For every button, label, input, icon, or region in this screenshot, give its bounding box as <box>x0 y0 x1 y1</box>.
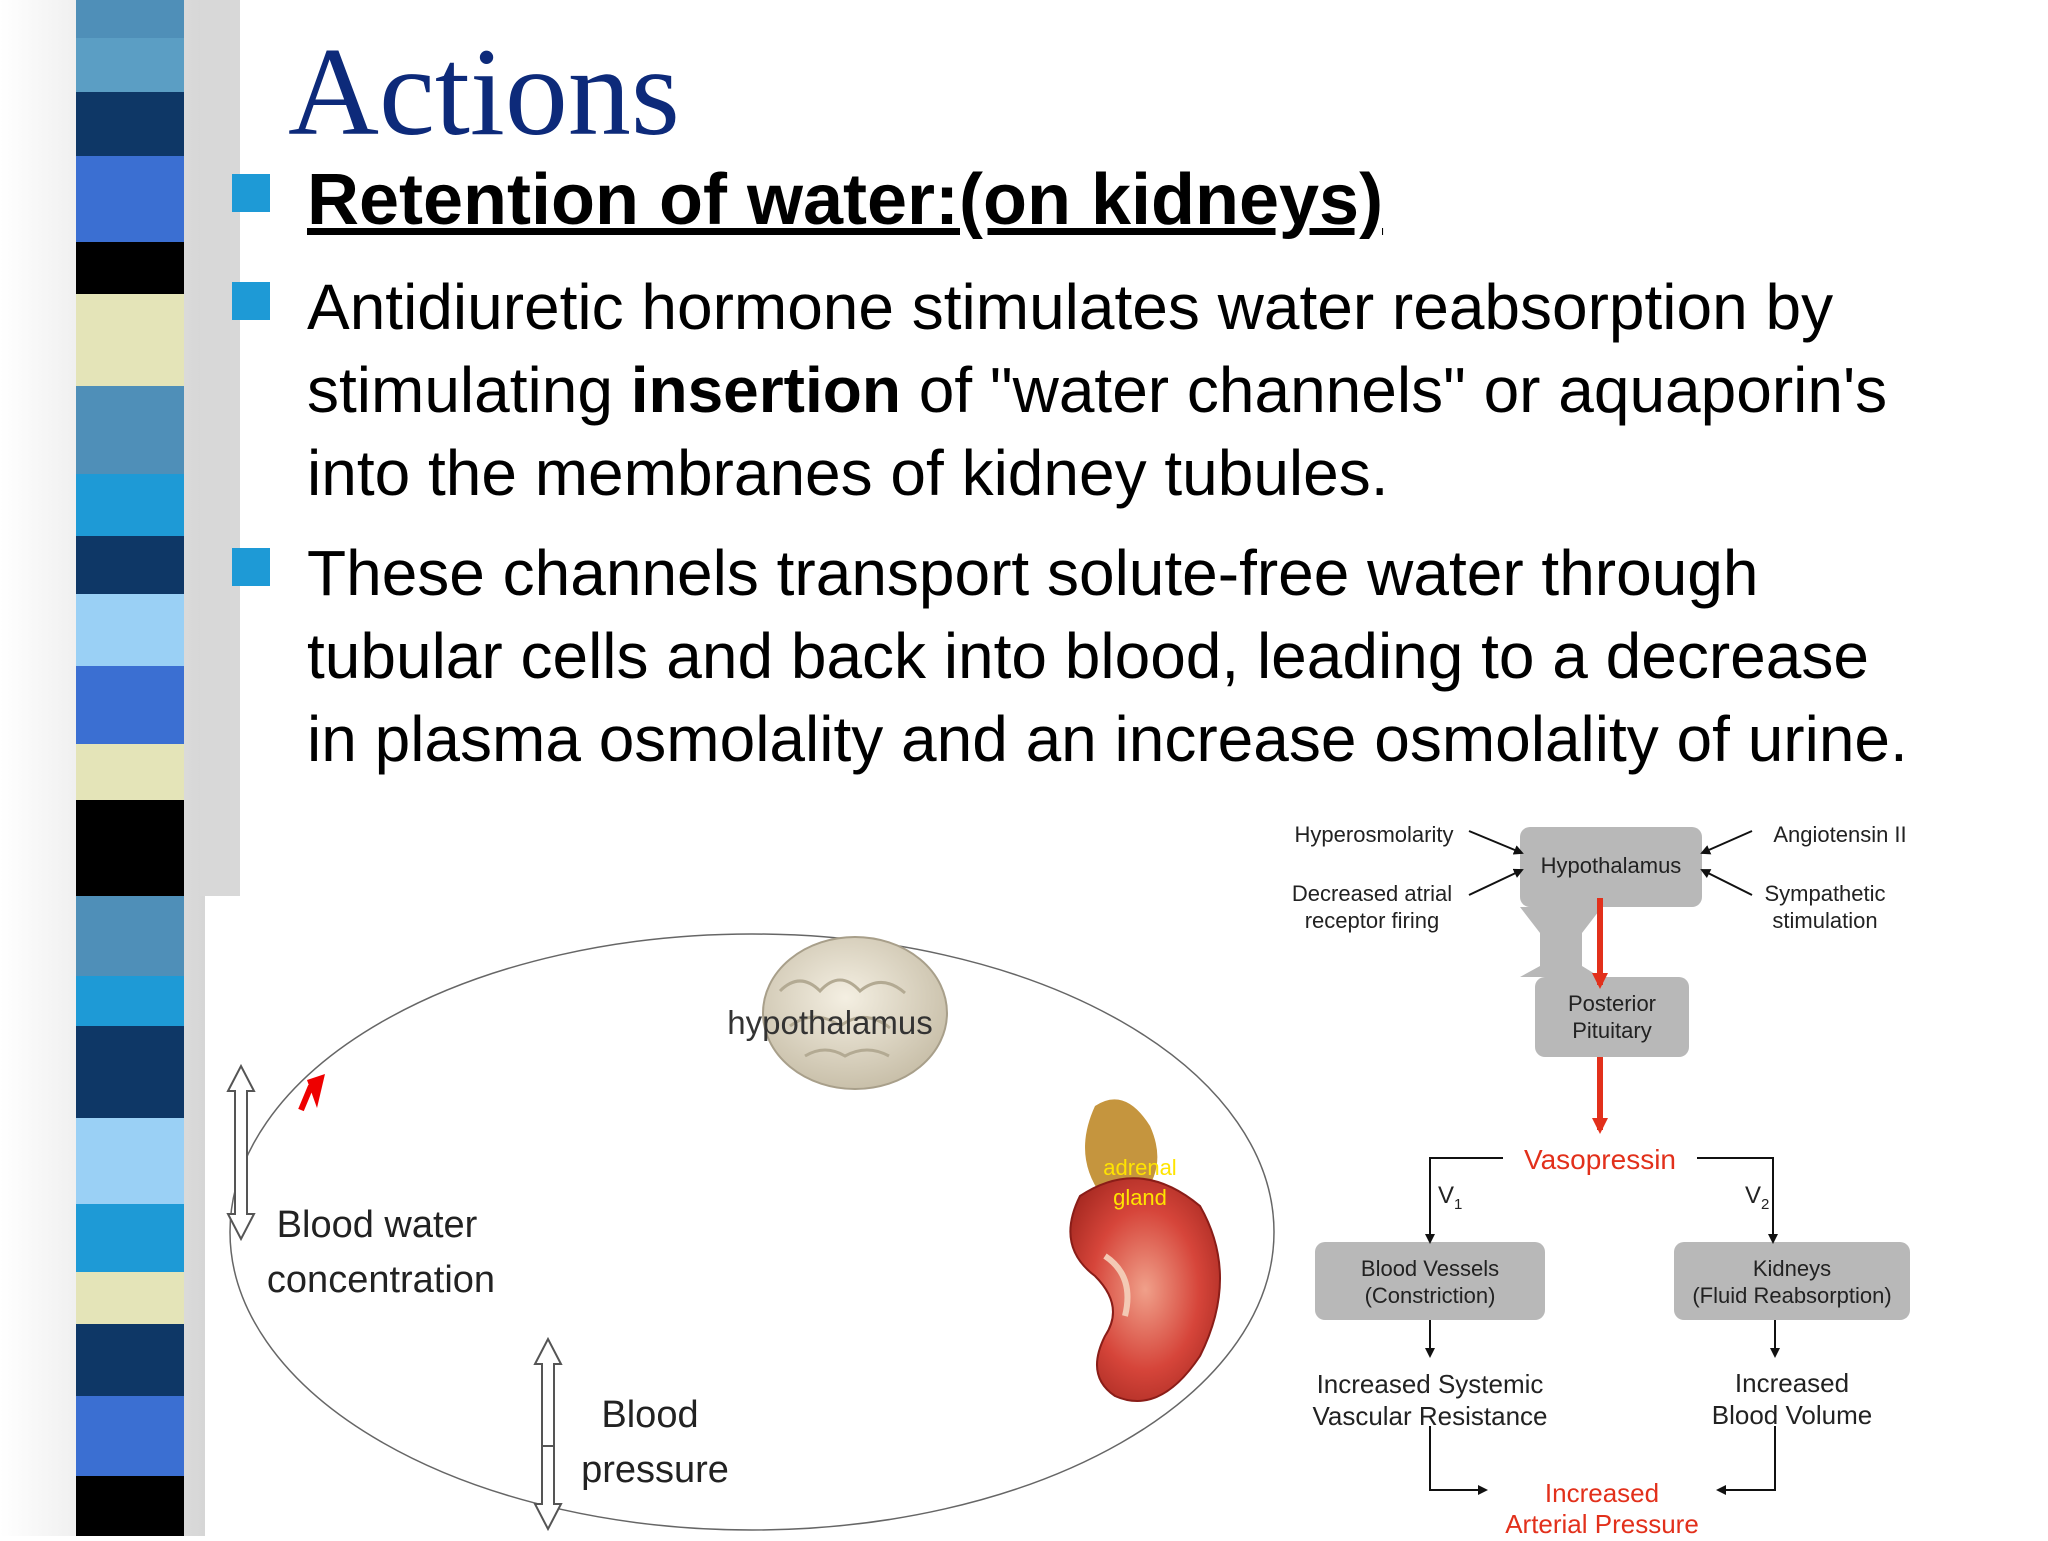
blood-water-label: concentration <box>267 1259 495 1301</box>
red-arrow-icon <box>307 1074 325 1108</box>
bullet-line: stimulating insertion of "water channels… <box>307 349 1887 432</box>
v2-label: V2 <box>1745 1182 1769 1213</box>
kidneys-label: Kidneys <box>1753 1256 1831 1281</box>
bullet-antidiuretic: Antidiuretic hormone stimulates water re… <box>307 266 1887 515</box>
blood-vessels-box <box>1315 1242 1545 1320</box>
cycle-diagram-panel: hypothalamus adrenal gland Blood water c… <box>205 896 1285 1536</box>
red-arrow-icon <box>298 1084 314 1112</box>
sympathetic-label: Sympathetic <box>1764 881 1885 906</box>
bullet-square-icon <box>232 282 270 320</box>
arrow-icon <box>1468 868 1524 896</box>
decreased-atrial-label: Decreased atrial <box>1292 881 1452 906</box>
double-arrow-icon <box>226 1063 256 1242</box>
decreased-atrial-label: receptor firing <box>1305 908 1440 933</box>
bullet-line: in plasma osmolality and an increase osm… <box>307 703 1908 775</box>
bullet-text: stimulating <box>307 354 631 426</box>
blood-volume-label: Increased <box>1735 1368 1849 1398</box>
resistance-label: Increased Systemic <box>1317 1369 1544 1399</box>
merge-right-line <box>1716 1426 1776 1495</box>
hypothalamus-box-label: Hypothalamus <box>1541 853 1682 878</box>
blood-pressure-label: pressure <box>581 1449 729 1491</box>
blood-vessels-label: (Constriction) <box>1365 1283 1496 1308</box>
cycle-loop <box>229 933 1275 1531</box>
arterial-pressure-label: Arterial Pressure <box>1505 1509 1699 1536</box>
kidneys-box <box>1674 1242 1910 1320</box>
arterial-pressure-label: Increased <box>1545 1478 1659 1508</box>
slide-title: Actions <box>288 23 680 162</box>
angiotensin-label: Angiotensin II <box>1773 822 1906 847</box>
resistance-label: Vascular Resistance <box>1312 1401 1547 1431</box>
arrow-icon <box>1700 869 1753 896</box>
bullet-line: Antidiuretic hormone stimulates water re… <box>307 271 1834 343</box>
bullet-square-icon <box>232 548 270 586</box>
adrenal-label: adrenal <box>1103 1155 1176 1180</box>
hypothalamus-label: hypothalamus <box>727 1004 932 1041</box>
posterior-pituitary-label: Pituitary <box>1572 1018 1651 1043</box>
branch-v1-line <box>1425 1157 1503 1244</box>
merge-left-line <box>1429 1426 1488 1495</box>
bullet-line: tubular cells and back into blood, leadi… <box>307 620 1869 692</box>
cycle-diagram: hypothalamus adrenal gland Blood water c… <box>226 933 1275 1532</box>
bullet-line: These channels transport solute-free wat… <box>307 537 1759 609</box>
bullet-bold-text: insertion <box>630 354 901 426</box>
kidneys-label: (Fluid Reabsorption) <box>1692 1283 1891 1308</box>
arrow-icon <box>1468 830 1524 855</box>
blood-pressure-label: Blood <box>601 1394 698 1436</box>
bullet-channels: These channels transport solute-free wat… <box>307 532 1908 781</box>
bullet-square-icon <box>232 174 270 212</box>
kidney-illustration <box>1069 1099 1221 1402</box>
blood-volume-label: Blood Volume <box>1712 1400 1872 1430</box>
hypothalamus-box <box>1520 827 1702 907</box>
v1-label: V1 <box>1438 1182 1462 1213</box>
bullet-line: into the membranes of kidney tubules. <box>307 437 1389 509</box>
posterior-pituitary-label: Posterior <box>1568 991 1656 1016</box>
brain-illustration <box>762 936 948 1090</box>
blood-vessels-label: Blood Vessels <box>1361 1256 1499 1281</box>
bullet-text: of "water channels" or aquaporin's <box>900 354 1888 426</box>
double-arrow-icon <box>533 1336 563 1532</box>
connector-stalk <box>1520 907 1602 977</box>
posterior-pituitary-box <box>1535 977 1689 1057</box>
sympathetic-label: stimulation <box>1772 908 1877 933</box>
arrow-icon <box>1700 830 1753 855</box>
blood-water-label: Blood water <box>277 1204 478 1246</box>
flowchart-svg: Hyperosmolarity Angiotensin II Decreased… <box>1292 822 1910 1539</box>
stripe-blocks <box>76 0 184 1536</box>
decorative-stripe-bar <box>0 0 240 1536</box>
vasopressin-label: Vasopressin <box>1524 1144 1676 1175</box>
adrenal-label: gland <box>1113 1185 1167 1210</box>
branch-v2-line <box>1697 1157 1778 1244</box>
hyperosmolarity-label: Hyperosmolarity <box>1295 822 1454 847</box>
vasopressin-flowchart: Hyperosmolarity Angiotensin II Decreased… <box>1240 790 2048 1539</box>
bullet-retention-heading: Retention of water:(on kidneys) <box>307 160 1384 240</box>
